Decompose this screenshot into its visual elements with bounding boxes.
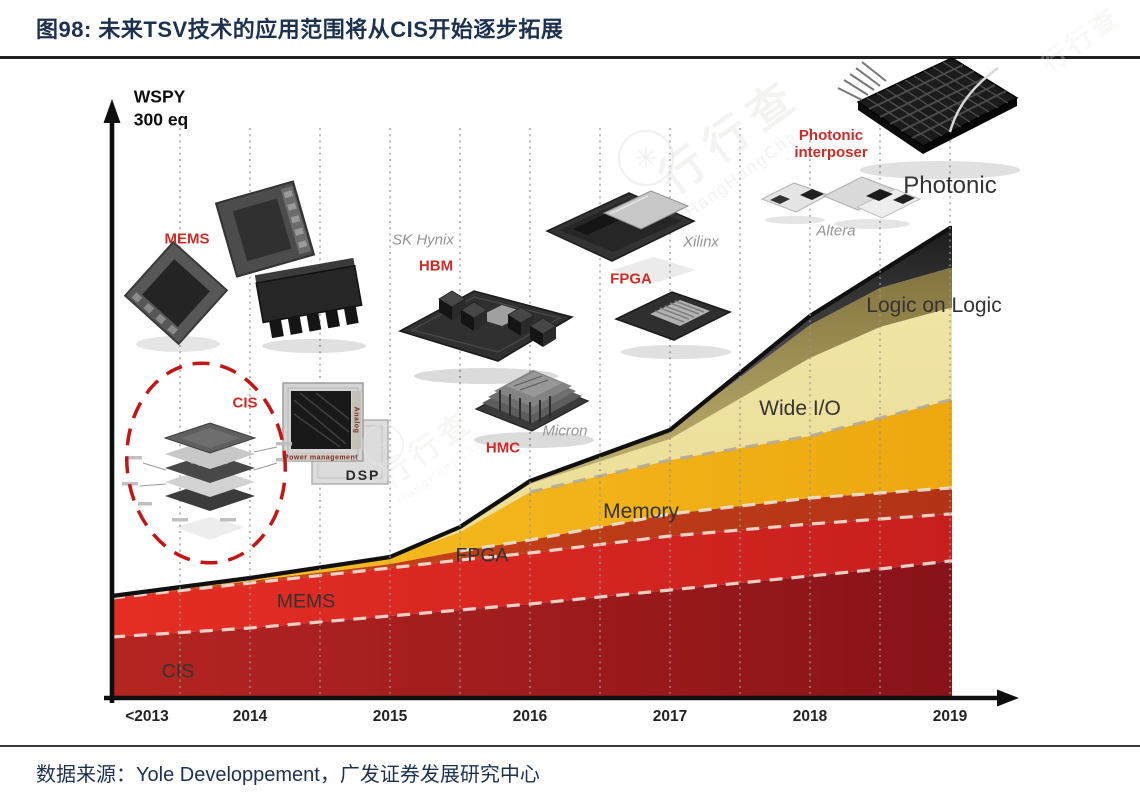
data-source: 数据来源：Yole Developpement，广发证券发展研究中心	[36, 758, 540, 787]
altera-chip-photo-2	[822, 176, 922, 219]
title-divider	[0, 56, 1140, 59]
mems-chip-photo-1	[123, 240, 229, 346]
mems-chip-photo-2	[214, 180, 316, 278]
separator-pale	[529, 398, 952, 494]
fpga-chip-shadow	[621, 345, 731, 359]
altera-shadow-1	[765, 216, 825, 224]
photonic-shadow	[860, 161, 1020, 179]
separator-mems	[111, 559, 952, 639]
cis-chip-photo	[122, 422, 292, 522]
cis-highlight-ellipse	[124, 361, 288, 565]
figure-title: 图98: 未来TSV技术的应用范围将从CIS开始逐步拓展	[36, 17, 564, 42]
xilinx-shadow	[612, 257, 696, 283]
y-axis-arrow-icon	[103, 99, 121, 123]
band-logic-on-logic	[112, 268, 952, 596]
connector-chip-photo	[254, 257, 363, 339]
dsp-chip-photo	[282, 382, 389, 485]
band-fpga	[112, 488, 952, 598]
source-cn: 广发证券发展研究中心	[339, 764, 540, 786]
chip-illustrations	[122, 57, 1020, 565]
photonic-chip-photo	[837, 57, 1019, 154]
x-axis-arrow-icon	[997, 689, 1019, 707]
band-wide-io	[112, 308, 952, 596]
band-memory	[112, 400, 952, 597]
source-en: Yole Developpement，	[136, 764, 340, 786]
connector-chip-shadow	[262, 339, 366, 353]
band-cis	[112, 561, 952, 697]
stack-top-line	[111, 225, 953, 599]
xilinx-chip-photo	[545, 190, 696, 262]
altera-shadow-2	[834, 219, 910, 229]
altera-chip-photo-1	[760, 182, 830, 213]
hmc-chip-photo	[474, 370, 590, 432]
footer-divider	[0, 745, 1140, 747]
hmc-shadow	[474, 432, 594, 448]
cis-shadow	[175, 517, 245, 540]
hbm-chip-photo	[398, 290, 574, 362]
fpga-chip-photo	[614, 291, 732, 341]
band-mems	[112, 514, 952, 637]
source-label: 数据来源：	[36, 764, 136, 786]
